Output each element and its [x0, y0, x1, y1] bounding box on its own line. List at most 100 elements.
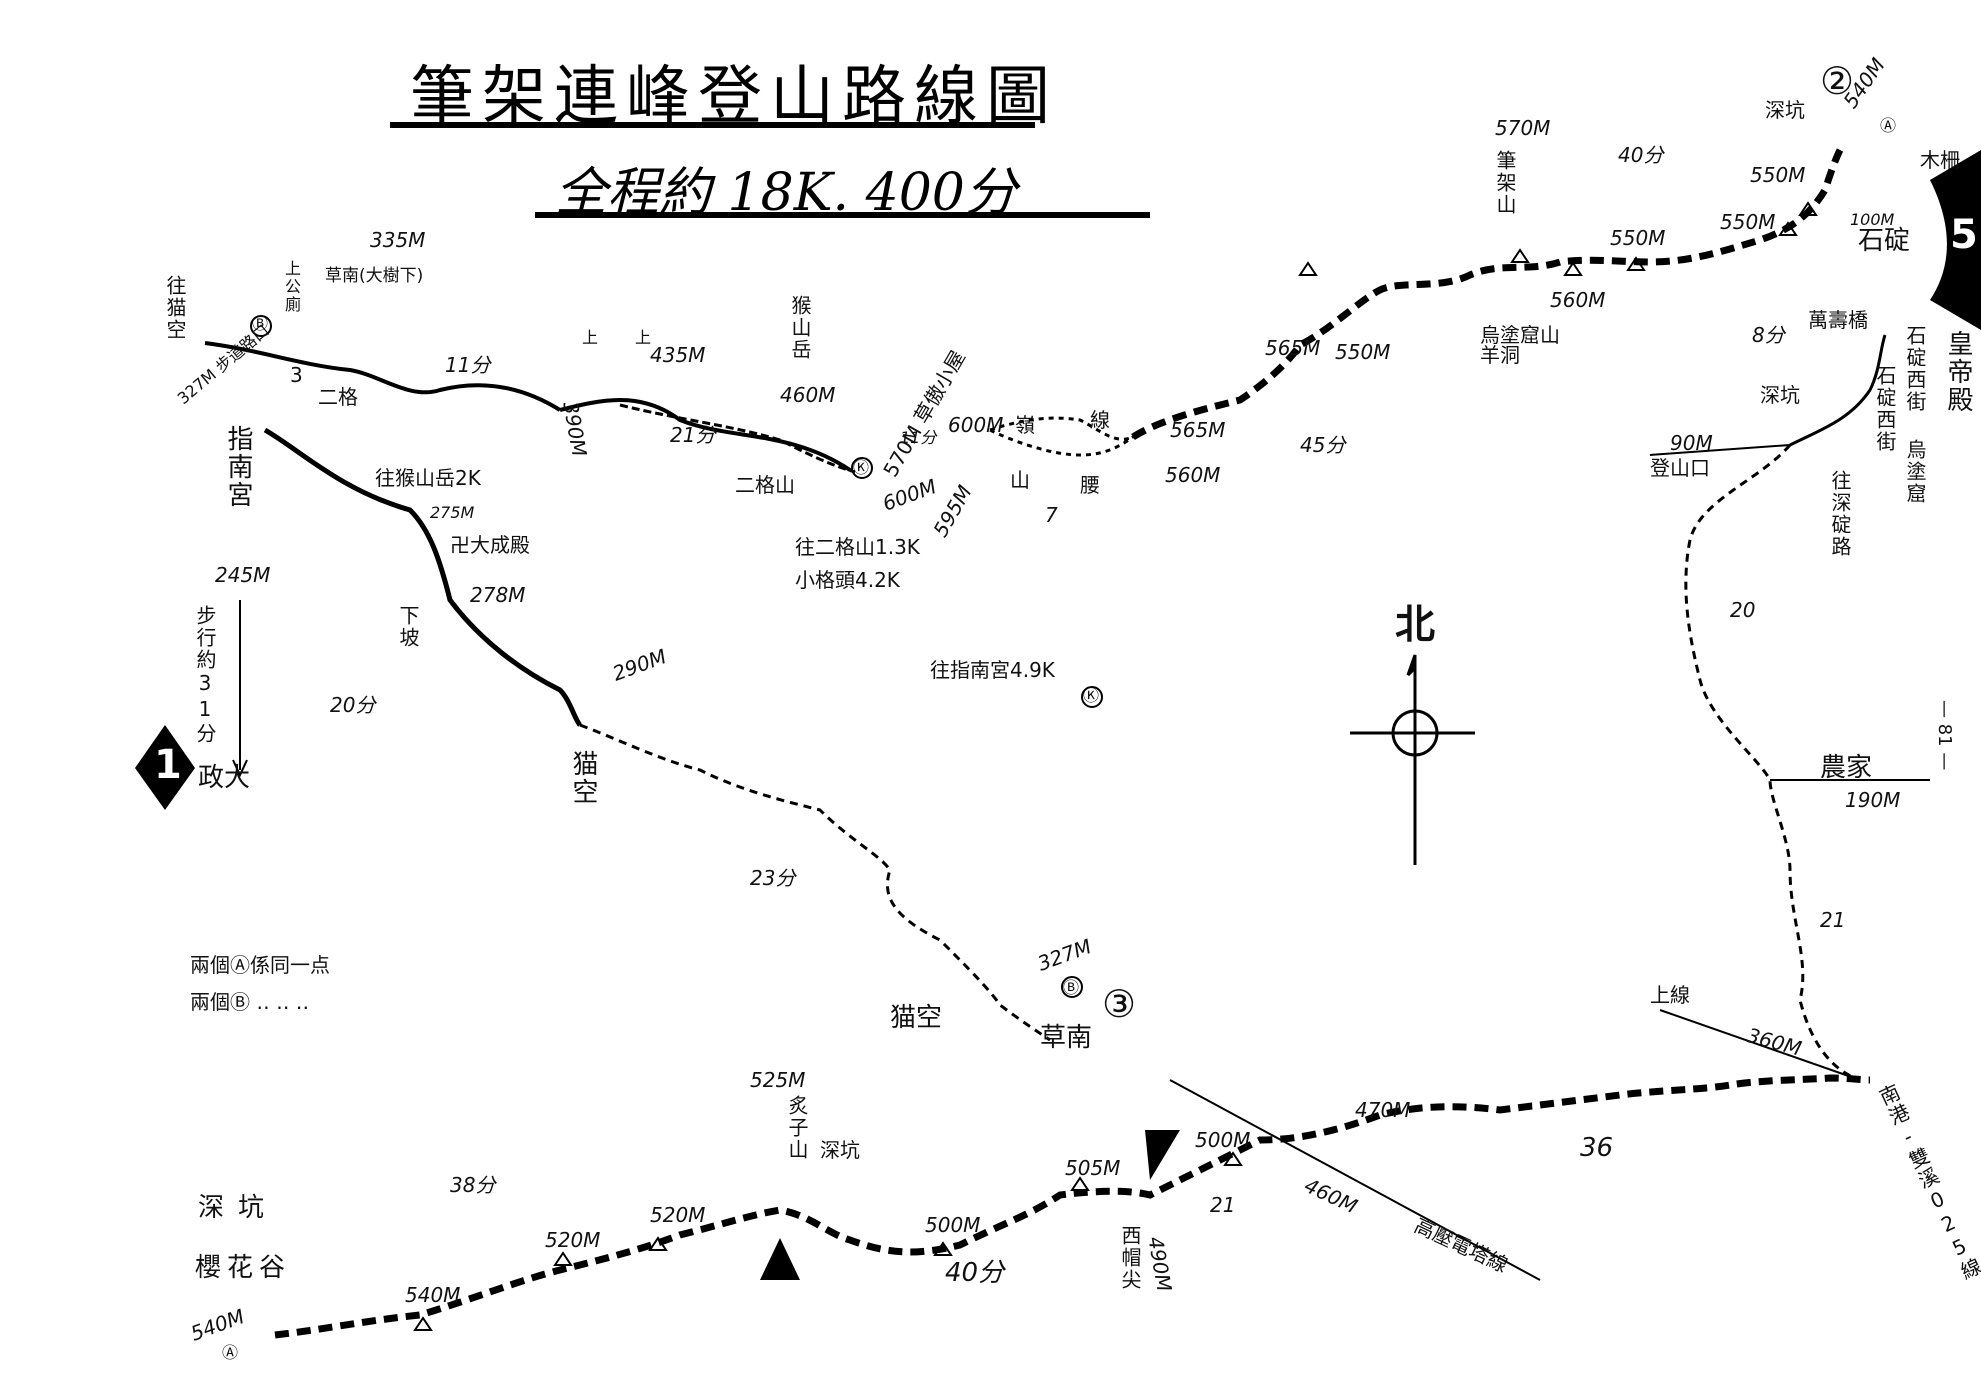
route-marker-5 — [1930, 150, 1981, 330]
label-540m-south: 540M — [405, 1283, 461, 1307]
label-520m-a: 520M — [650, 1203, 706, 1227]
label-to-shending-rd: 往深碇路 — [1828, 470, 1852, 558]
label-20: 20 — [1730, 598, 1756, 622]
label-245m: 245M — [215, 563, 271, 587]
label-a-top: Ⓐ — [1880, 116, 1897, 135]
label-to-maokong-top: 往猫空 — [163, 275, 187, 341]
label-550m-c: 550M — [1750, 163, 1806, 187]
trail-zhinan-maokong — [263, 427, 582, 727]
label-zhizishan: 炙子山 — [785, 1095, 809, 1161]
label-36: 36 — [1580, 1133, 1614, 1163]
label-to-zhinan-4-9k: 往指南宮4.9K — [930, 658, 1055, 682]
label-45min: 45分 — [1300, 433, 1346, 457]
label-shenkeng-top: 深坑 — [1765, 98, 1805, 122]
label-shenkeng-sw: 深坑 — [198, 1193, 279, 1223]
label-21-south: 21 — [1210, 1193, 1236, 1217]
route-marker-1 — [135, 725, 195, 810]
label-435m: 435M — [650, 343, 706, 367]
label-walk-31min: 步行約31分 — [193, 605, 217, 745]
label-23min: 23分 — [750, 866, 796, 890]
walk-arrow-head — [232, 759, 248, 778]
label-shenkeng-south: 深坑 — [820, 1138, 860, 1162]
label-550m-b: 550M — [1720, 210, 1776, 234]
label-dacheng-hall: 卍大成殿 — [450, 533, 530, 557]
label-560m-mid: 560M — [1165, 463, 1221, 487]
label-100m: 100M — [1850, 210, 1895, 229]
circled-letters — [250, 315, 1103, 998]
peak-icon-zhizi — [760, 1238, 800, 1280]
ridge-trail-middle — [989, 416, 1134, 457]
label-570m-bijia: 570M — [1495, 116, 1551, 140]
label-90m: 90M — [1670, 431, 1713, 455]
route-marker-3-label: ③ — [1102, 982, 1137, 1026]
label-560m-bijia: 560M — [1550, 288, 1606, 312]
label-zhinan-temple: 指南宮 — [223, 425, 253, 509]
label-k-lower: Ⓚ — [1083, 686, 1100, 705]
label-huangdidian: 皇帝殿 — [1943, 330, 1973, 414]
label-maokong-mid: 猫空 — [568, 750, 598, 806]
label-38min: 38分 — [450, 1173, 496, 1197]
north-label: 北 — [1395, 602, 1435, 648]
label-shenkeng-mid: 深坑 — [1760, 383, 1800, 407]
label-k-upper: Ⓚ — [853, 458, 870, 477]
label-525m: 525M — [750, 1068, 806, 1092]
label-460m: 460M — [780, 383, 836, 407]
label-ridge: 嶺 — [1015, 413, 1035, 437]
trail-east-descent — [1684, 444, 1861, 1082]
label-yinghuagu: 櫻花谷 — [195, 1253, 292, 1283]
label-houshanyue: 猴山岳 — [788, 295, 812, 361]
label-muzha: 木柵 — [1920, 148, 1960, 172]
label-zhengda: 政大 — [198, 763, 251, 793]
legend-line-a: 兩個Ⓐ係同一点 — [190, 953, 330, 977]
flag-icon — [1145, 1130, 1180, 1180]
route-marker-5-label: 5 — [1950, 212, 1978, 258]
label-b-top: Ⓑ — [252, 314, 269, 333]
label-caonan-tree: 草南(大樹下) — [325, 266, 424, 286]
label-xiaogetou: 小格頭4.2K — [795, 568, 900, 592]
label-bijiashan: 筆架山 — [1493, 150, 1517, 216]
label-to-ergeshan: 往二格山1.3K — [795, 535, 920, 559]
label-shangxian: 上線 — [1650, 983, 1690, 1007]
ridge-trail-north — [1131, 148, 1844, 440]
label-190m: 190M — [1845, 788, 1901, 812]
label-20min: 20分 — [330, 693, 376, 717]
label-565m-b: 565M — [1265, 336, 1321, 360]
label-restroom: 上公廁 — [282, 260, 301, 314]
label-line: 線 — [1090, 408, 1110, 432]
label-up-2: 上 — [635, 328, 652, 347]
power-line — [1169, 1079, 1541, 1281]
label-b-lower: Ⓑ — [1063, 978, 1080, 997]
road-line-upper — [1659, 1009, 1861, 1081]
north-compass — [1350, 654, 1475, 865]
label-shiding-west-st: 石碇西街 — [1873, 365, 1897, 453]
label-maokong-low: 猫空 — [890, 1003, 943, 1033]
label-600m-a: 600M — [948, 413, 1004, 437]
label-erge: 二格 — [318, 385, 358, 409]
label-up-1: 上 — [582, 328, 599, 347]
label-wutuku-cave: 烏塗窟山羊洞 — [1480, 323, 1560, 367]
label-520m-b: 520M — [545, 1228, 601, 1252]
label-500m-south: 500M — [925, 1213, 981, 1237]
label-trailhead: 登山口 — [1650, 456, 1710, 480]
label-470m: 470M — [1355, 1098, 1411, 1122]
label-ergeshan: 二格山 — [735, 473, 795, 497]
legend-line-b: 兩個Ⓑ ‥ ‥ ‥ — [190, 990, 310, 1014]
trail-upper-left-dashed — [619, 403, 856, 474]
trail-east-top — [1789, 334, 1887, 447]
label-11min-b: 11分 — [900, 428, 937, 447]
label-farm: 農家 — [1820, 753, 1873, 783]
label-8min: 8分 — [1752, 323, 1785, 347]
map-subtitle: 全程約 18K. 400分 — [555, 163, 1017, 223]
route-marker-1-label: 1 — [154, 742, 182, 788]
label-505m: 505M — [1065, 1156, 1121, 1180]
label-550m-mid: 550M — [1335, 340, 1391, 364]
label-565m-a: 565M — [1170, 418, 1226, 442]
label-a-bottom: Ⓐ — [222, 1343, 239, 1362]
label-caonan: 草南 — [1040, 1023, 1093, 1053]
label-downhill: 下坡 — [396, 605, 420, 649]
label-wanshou-bridge: 萬壽橋 — [1808, 308, 1868, 332]
label-550m-a: 550M — [1610, 226, 1666, 250]
page-number: — 81 — — [1934, 700, 1955, 771]
